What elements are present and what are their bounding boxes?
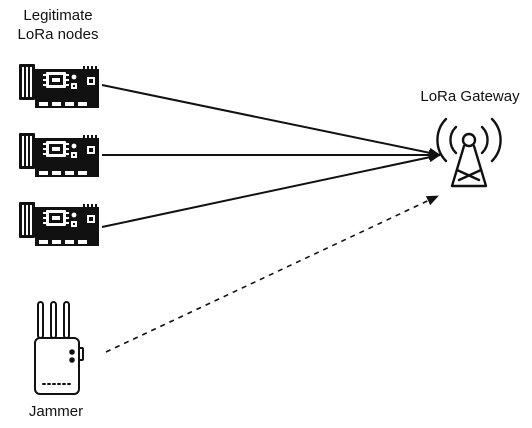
link-jammer-to-gateway bbox=[105, 195, 439, 353]
jammer-label: Jammer bbox=[28, 403, 84, 420]
legitimate-nodes-label: Legitimate LoRa nodes bbox=[0, 6, 116, 44]
jammer-device-icon bbox=[34, 301, 84, 395]
legitimate-nodes-label-line2: LoRa nodes bbox=[17, 26, 99, 43]
link-node-1-to-gateway bbox=[101, 84, 441, 158]
lora-node-board-icon bbox=[19, 202, 99, 246]
lora-node-board-icon bbox=[19, 133, 99, 177]
legitimate-nodes-label-line1: Legitimate bbox=[23, 7, 93, 24]
link-node-3-to-gateway bbox=[101, 152, 441, 228]
gateway-label: LoRa Gateway bbox=[420, 88, 520, 105]
antenna-tower-icon bbox=[436, 117, 502, 188]
lora-node-board-icon bbox=[19, 64, 99, 108]
